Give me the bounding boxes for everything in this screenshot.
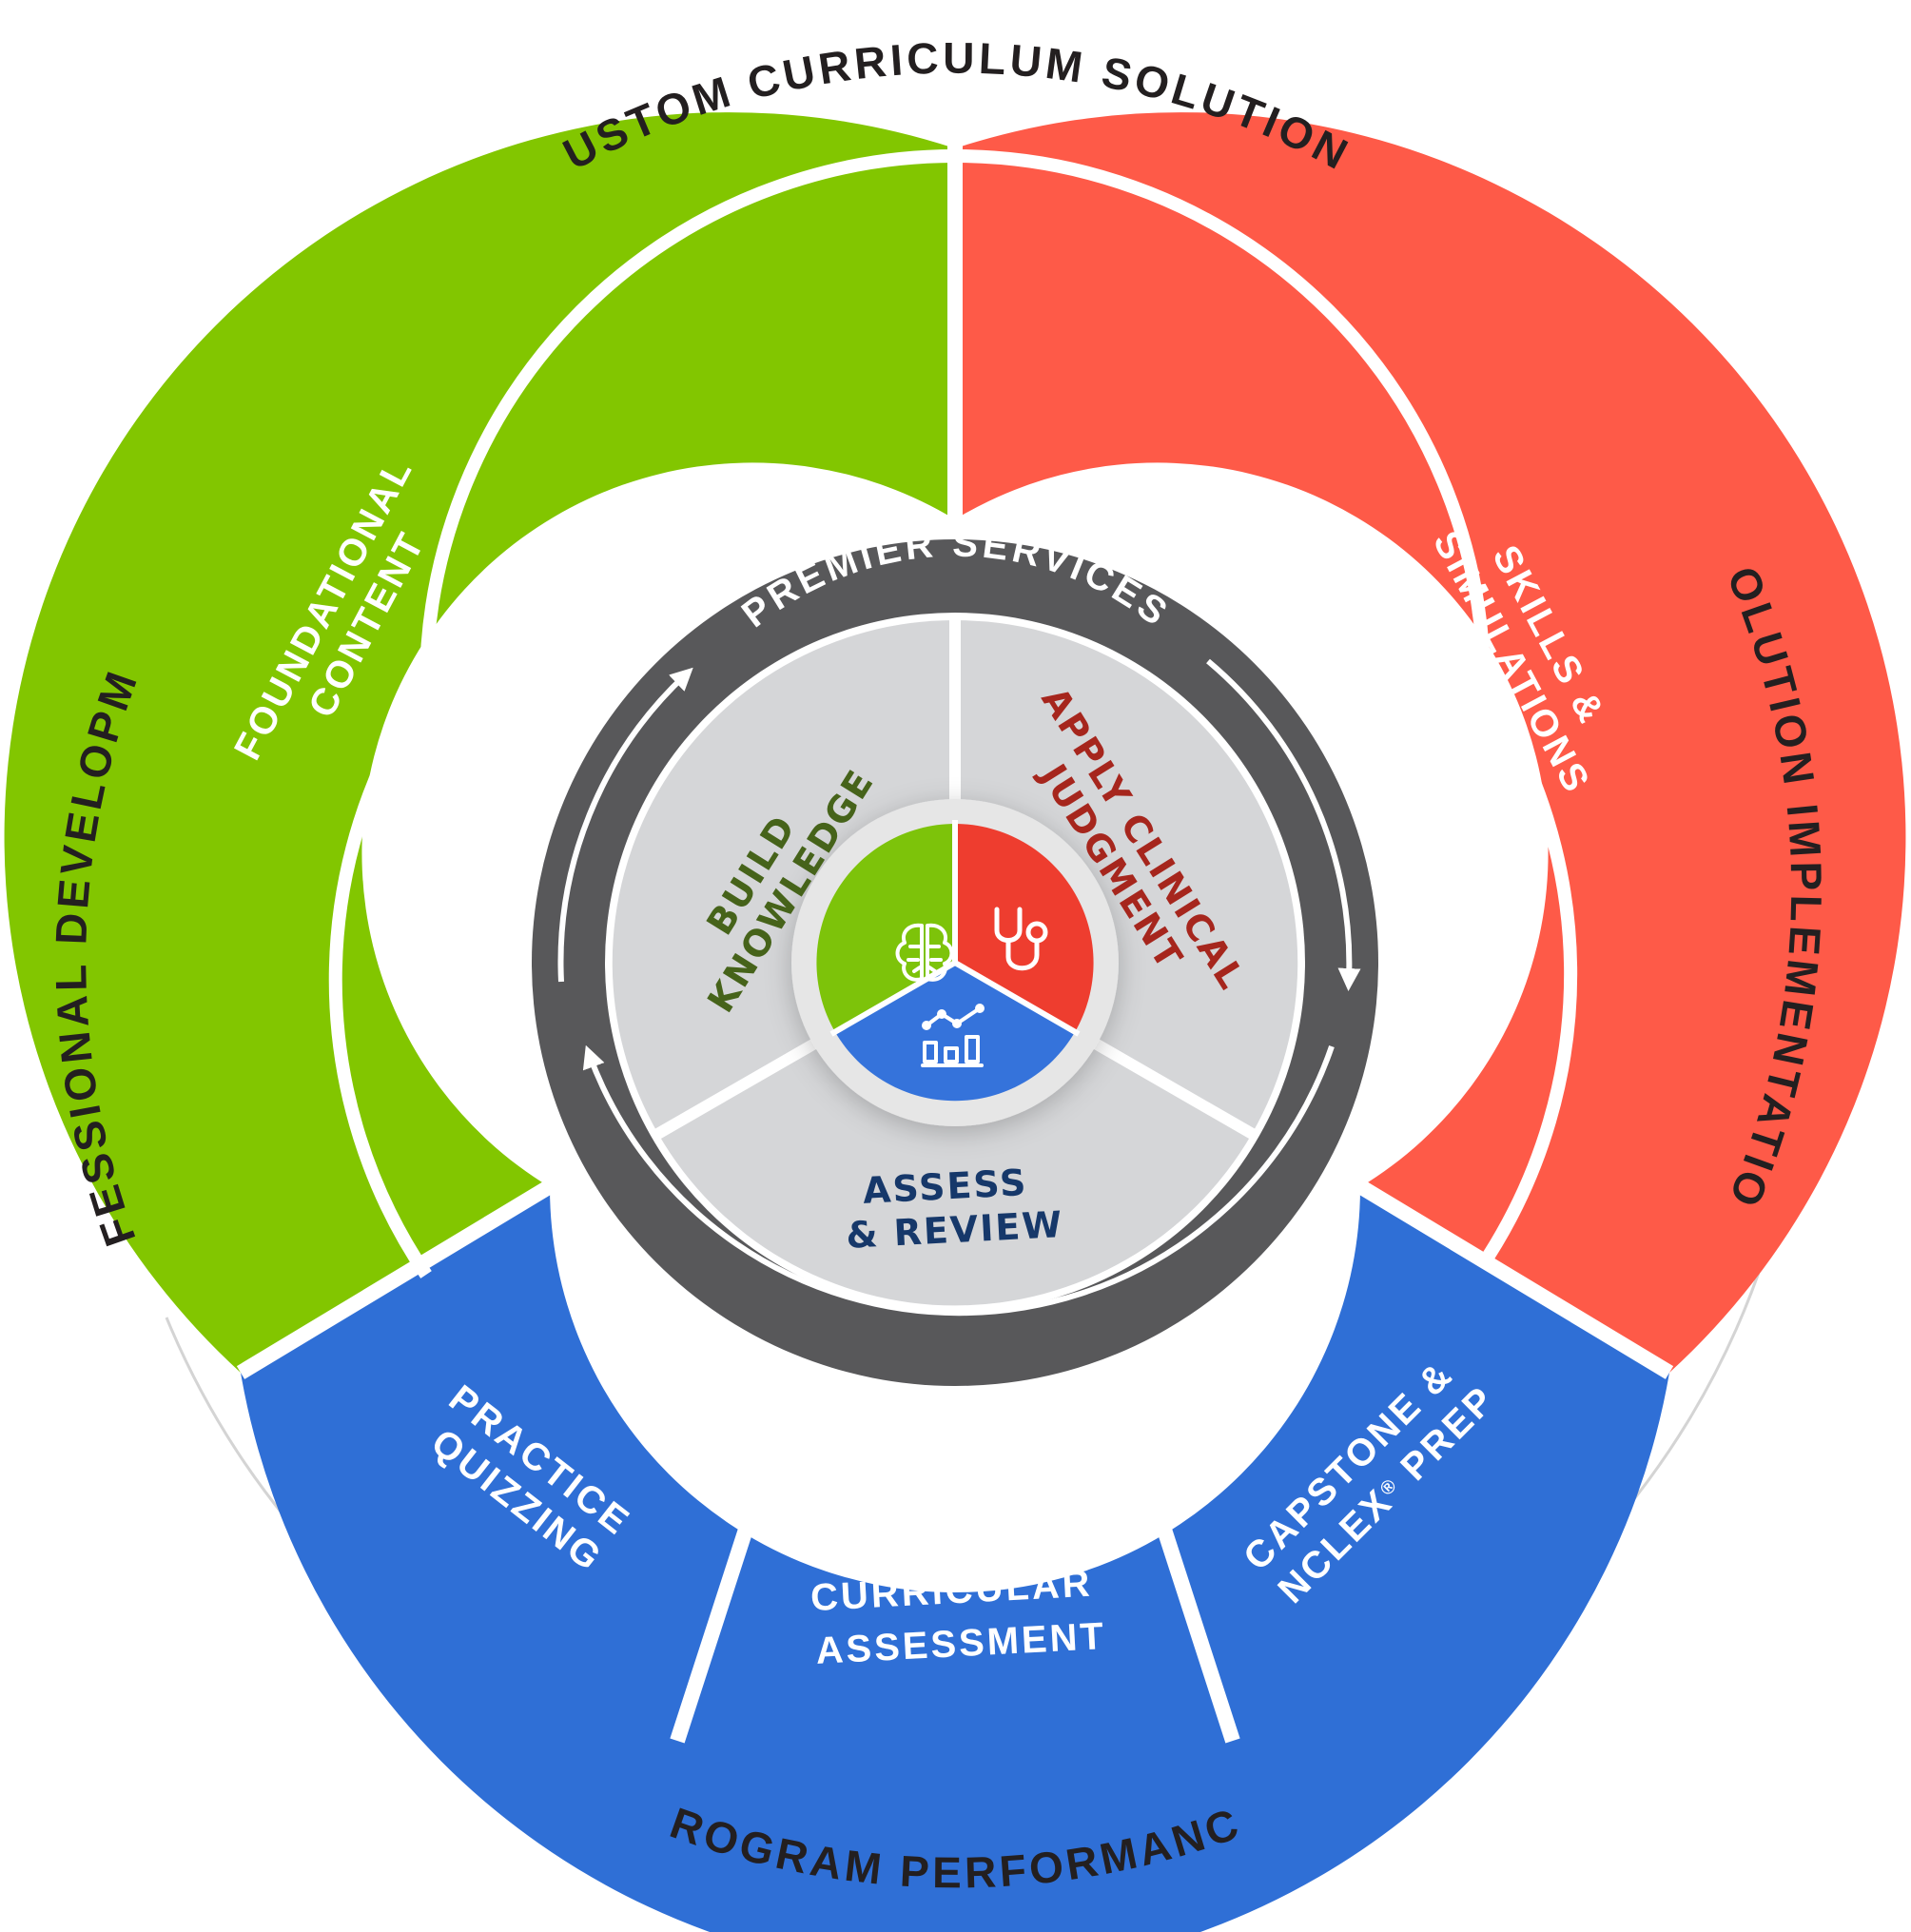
hub-divider-left <box>829 960 957 1037</box>
middle-ring-separator <box>328 149 1578 1278</box>
stethoscope-icon <box>994 907 1048 971</box>
analytics-chart-icon <box>921 1004 985 1067</box>
cycle-arrow-right <box>1206 658 1361 991</box>
divider-right <box>1344 1173 1674 1379</box>
green-outer-segment[interactable] <box>4 112 955 1374</box>
divider-left <box>236 1173 566 1379</box>
brain-icon <box>895 923 954 982</box>
divider-blue-left <box>670 1327 818 1744</box>
core-sections <box>612 616 1298 1306</box>
outer-segments <box>4 112 1906 1932</box>
hub-divider-right <box>953 960 1081 1037</box>
hub-blue <box>835 963 1075 1102</box>
red-outer-segment[interactable] <box>955 112 1906 1374</box>
blue-outer-segment[interactable] <box>241 1187 1669 1932</box>
cycle-arrow-left <box>557 667 693 983</box>
cycle-arrow-bottom <box>582 1044 1335 1317</box>
divider-blue-right <box>1092 1327 1240 1744</box>
